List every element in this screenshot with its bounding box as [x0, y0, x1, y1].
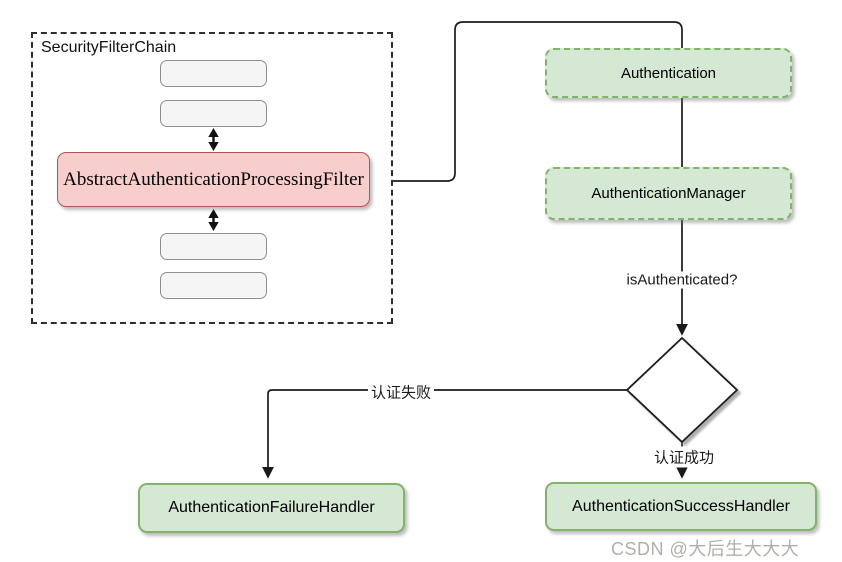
auth-failure-label: 认证失败 — [367, 381, 435, 403]
filter-placeholder-box — [160, 60, 267, 87]
authentication-success-handler-node: AuthenticationSuccessHandler — [545, 482, 817, 531]
edge-auth-failure — [262, 389, 627, 479]
decision-diamond — [625, 336, 739, 444]
edge-filter-to-authentication — [393, 21, 683, 182]
abstract-authentication-processing-filter-node: AbstractAuthenticationProcessingFilter — [57, 152, 370, 207]
authentication-manager-node: AuthenticationManager — [545, 167, 792, 220]
is-authenticated-label: isAuthenticated? — [623, 271, 741, 289]
filter-placeholder-box — [160, 100, 267, 127]
auth-success-label: 认证成功 — [650, 446, 718, 468]
double-arrow-bottom — [208, 209, 219, 231]
csdn-watermark: CSDN @大后生大大大 — [611, 539, 800, 559]
authentication-node: Authentication — [545, 48, 792, 98]
filter-placeholder-box — [160, 233, 267, 260]
authentication-failure-handler-node: AuthenticationFailureHandler — [138, 483, 405, 533]
security-filter-chain-frame: SecurityFilterChain — [31, 32, 393, 324]
double-arrow-top — [208, 128, 219, 151]
filter-placeholder-box — [160, 272, 267, 299]
security-filter-chain-title: SecurityFilterChain — [41, 39, 177, 56]
